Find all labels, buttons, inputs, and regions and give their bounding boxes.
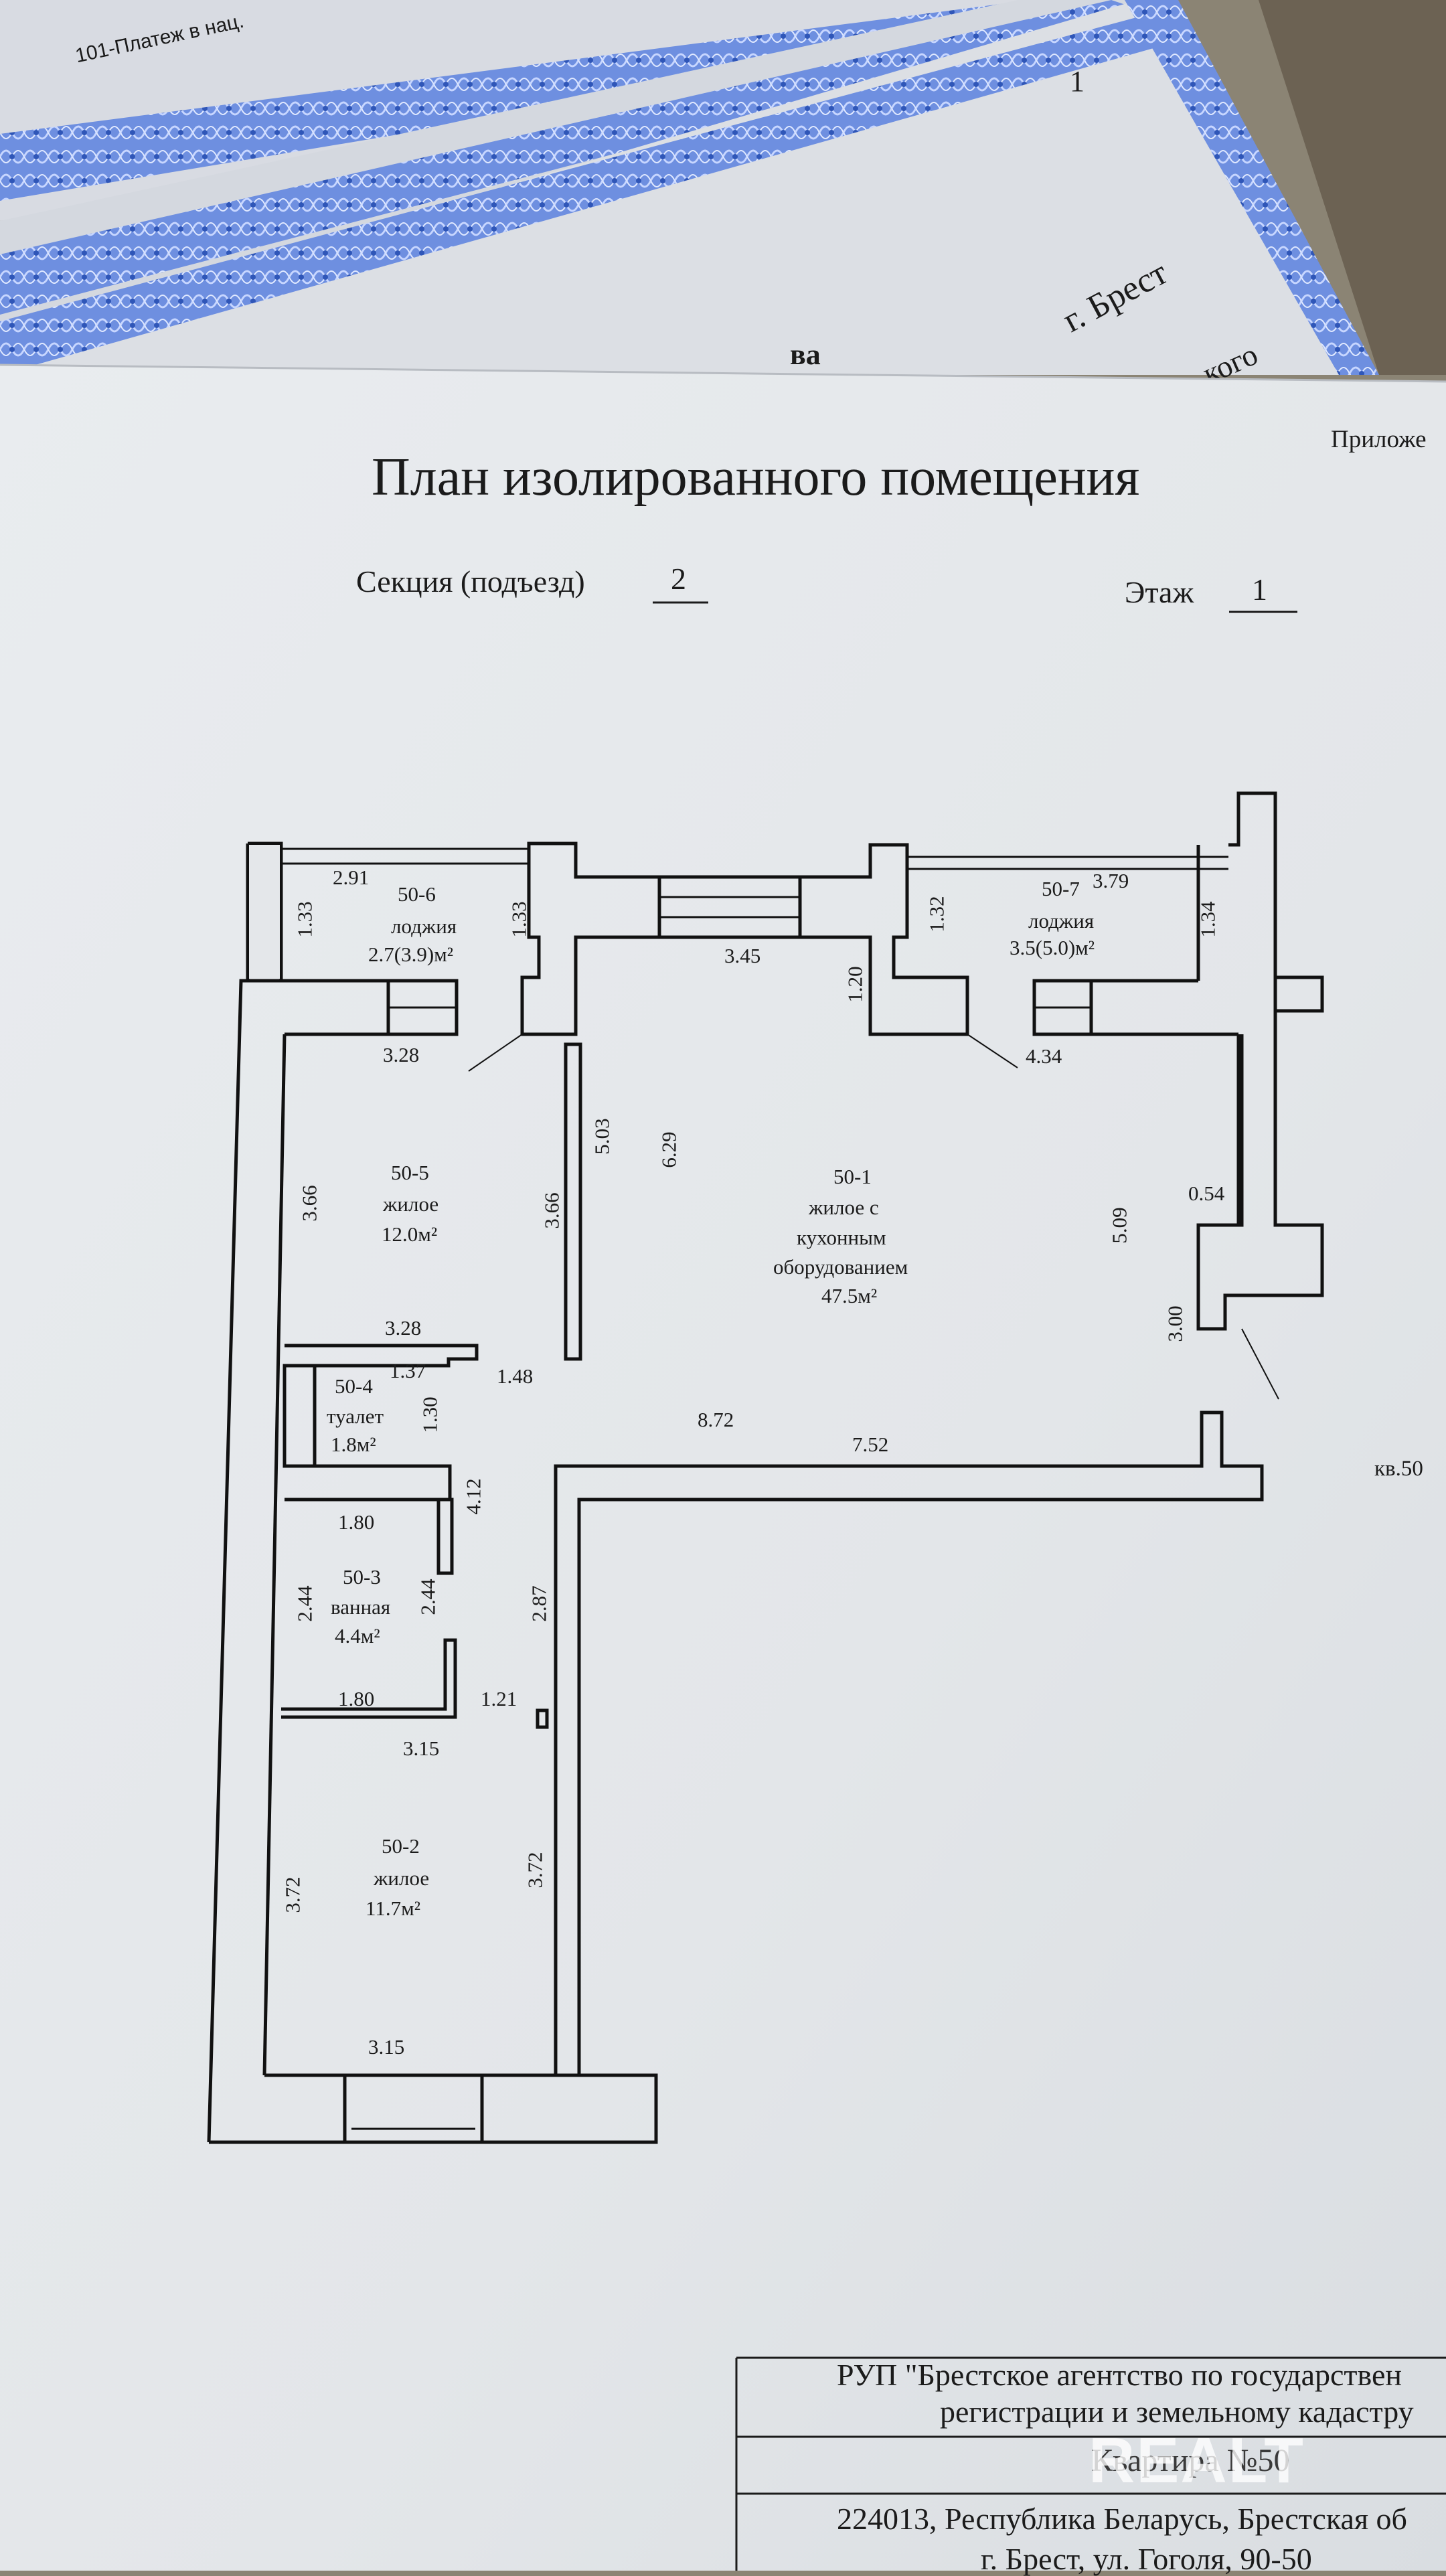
- dimension-label: 3.45: [724, 944, 761, 967]
- background-partial-text-left: ва: [790, 338, 821, 371]
- room-50-1-id: 50-1: [833, 1165, 872, 1188]
- dimension-label: 8.72: [698, 1408, 734, 1431]
- footer-org-line2: регистрации и земельному кадастру: [940, 2395, 1414, 2429]
- room-50-4-id: 50-4: [335, 1374, 373, 1398]
- watermark: REALT: [1089, 2425, 1305, 2496]
- dimension-label: 3.15: [403, 1737, 440, 1760]
- room-50-2-area: 11.7м²: [366, 1897, 421, 1920]
- room-50-5-id: 50-5: [391, 1161, 429, 1184]
- floor-value: 1: [1252, 572, 1267, 607]
- room-50-3-area: 4.4м²: [335, 1624, 380, 1647]
- dimension-label: 4.34: [1026, 1044, 1062, 1068]
- appendix-label: Приложе: [1331, 426, 1427, 453]
- room-50-5-area: 12.0м²: [382, 1222, 438, 1246]
- room-50-4-area: 1.8м²: [331, 1433, 376, 1456]
- room-50-1-type-line2: кухонным: [797, 1226, 886, 1249]
- footer-org-line1: РУП "Брестское агентство по государствен: [837, 2358, 1402, 2392]
- background-page-number: 1: [1070, 65, 1084, 98]
- section-label: Секция (подъезд): [356, 564, 585, 598]
- room-50-1-type-line3: оборудованием: [773, 1255, 908, 1279]
- room-50-3-id: 50-3: [343, 1565, 381, 1589]
- room-50-6-id: 50-6: [398, 882, 436, 906]
- footer-address-line1: 224013, Республика Беларусь, Брестская о…: [837, 2502, 1407, 2536]
- room-50-1-type-line1: жилое с: [809, 1196, 879, 1219]
- section-value: 2: [671, 562, 686, 596]
- dimension-label: 1.80: [338, 1510, 375, 1534]
- dimension-label: 2.91: [333, 866, 370, 889]
- room-50-7-area: 3.5(5.0)м²: [1010, 936, 1095, 959]
- room-50-6-type: лоджия: [391, 914, 457, 938]
- room-50-3-type: ванная: [331, 1595, 391, 1619]
- footer-apartment-line: Квартира №50: [1091, 2443, 1290, 2478]
- dimension-label: 7.52: [852, 1433, 889, 1456]
- dimension-label: 0.54: [1188, 1182, 1225, 1205]
- floor-label: Этаж: [1125, 575, 1194, 609]
- dimension-label: 1.80: [338, 1687, 375, 1710]
- dimension-label: 1.48: [497, 1364, 534, 1388]
- dimension-label: 1.37: [390, 1359, 426, 1382]
- dimension-label: 1.21: [481, 1687, 517, 1710]
- room-50-6-area: 2.7(3.9)м²: [368, 943, 454, 966]
- room-50-5-type: жилое: [383, 1192, 439, 1216]
- footer-address-line2: г. Брест, ул. Гоголя, 90-50: [981, 2542, 1312, 2576]
- apartment-label: кв.50: [1374, 1457, 1423, 1481]
- room-50-2-type: жилое: [374, 1866, 430, 1890]
- room-50-1-area: 47.5м²: [821, 1284, 878, 1307]
- dimension-label: 3.15: [368, 2035, 405, 2059]
- room-50-7-type: лоджия: [1028, 909, 1095, 933]
- dimension-label: 3.28: [385, 1316, 422, 1340]
- dimension-label: 3.28: [383, 1043, 420, 1066]
- room-50-2-id: 50-2: [382, 1834, 420, 1858]
- page-title: План изолированного помещения: [372, 448, 1140, 507]
- room-50-7-id: 50-7: [1042, 877, 1080, 900]
- dimension-label: 3.79: [1093, 869, 1129, 892]
- room-50-4-type: туалет: [327, 1404, 384, 1428]
